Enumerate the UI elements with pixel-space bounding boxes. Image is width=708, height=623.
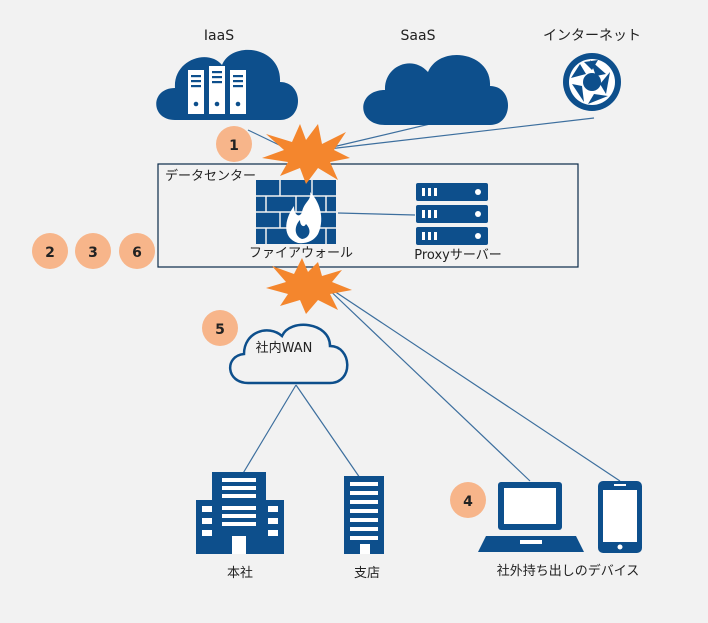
laptop-icon [478,482,584,552]
badge-5: 5 [202,310,238,346]
firewall-label: ファイアウォール [249,246,353,261]
svg-text:2: 2 [45,245,55,261]
proxy-label: Proxyサーバー [414,248,501,263]
wan-label: 社内WAN [256,340,313,356]
svg-text:6: 6 [132,245,142,261]
smartphone-icon [598,481,642,553]
internet-label: インターネット [543,28,641,44]
hq-label: 本社 [227,565,253,581]
proxy-server-icon [416,183,488,245]
svg-text:5: 5 [215,322,225,338]
datacenter-label: データセンター [165,168,256,184]
burst-lower-icon [266,258,352,314]
branch-label: 支店 [354,566,380,581]
svg-text:3: 3 [88,245,98,261]
line-internet-firewall [319,117,595,151]
badge-3: 3 [75,233,111,269]
iaas-cloud-icon [156,49,298,121]
line-firewall-laptop [321,282,531,482]
burst-upper-icon [262,124,350,184]
saas-cloud-icon [363,55,508,125]
branch-building-icon [344,476,384,554]
wan-cloud-icon [228,323,349,385]
badge-4: 4 [450,482,486,518]
line-saas-firewall [319,123,431,151]
hq-building-icon [196,472,284,554]
line-wan-branch [295,384,361,479]
badge-6: 6 [119,233,155,269]
firewall-icon [256,180,336,244]
line-wan-hq [241,384,297,476]
badge-1: 1 [216,126,252,162]
saas-label: SaaS [401,28,436,44]
iaas-label: IaaS [204,28,234,44]
internet-icon [563,53,621,111]
connection-lines [241,117,621,482]
devices-label: 社外持ち出しのデバイス [497,563,640,579]
svg-text:1: 1 [229,138,239,154]
line-firewall-phone [321,282,621,482]
svg-text:4: 4 [463,494,473,510]
line-firewall-proxy [337,212,416,216]
datacenter-box [157,163,579,268]
badge-2: 2 [32,233,68,269]
